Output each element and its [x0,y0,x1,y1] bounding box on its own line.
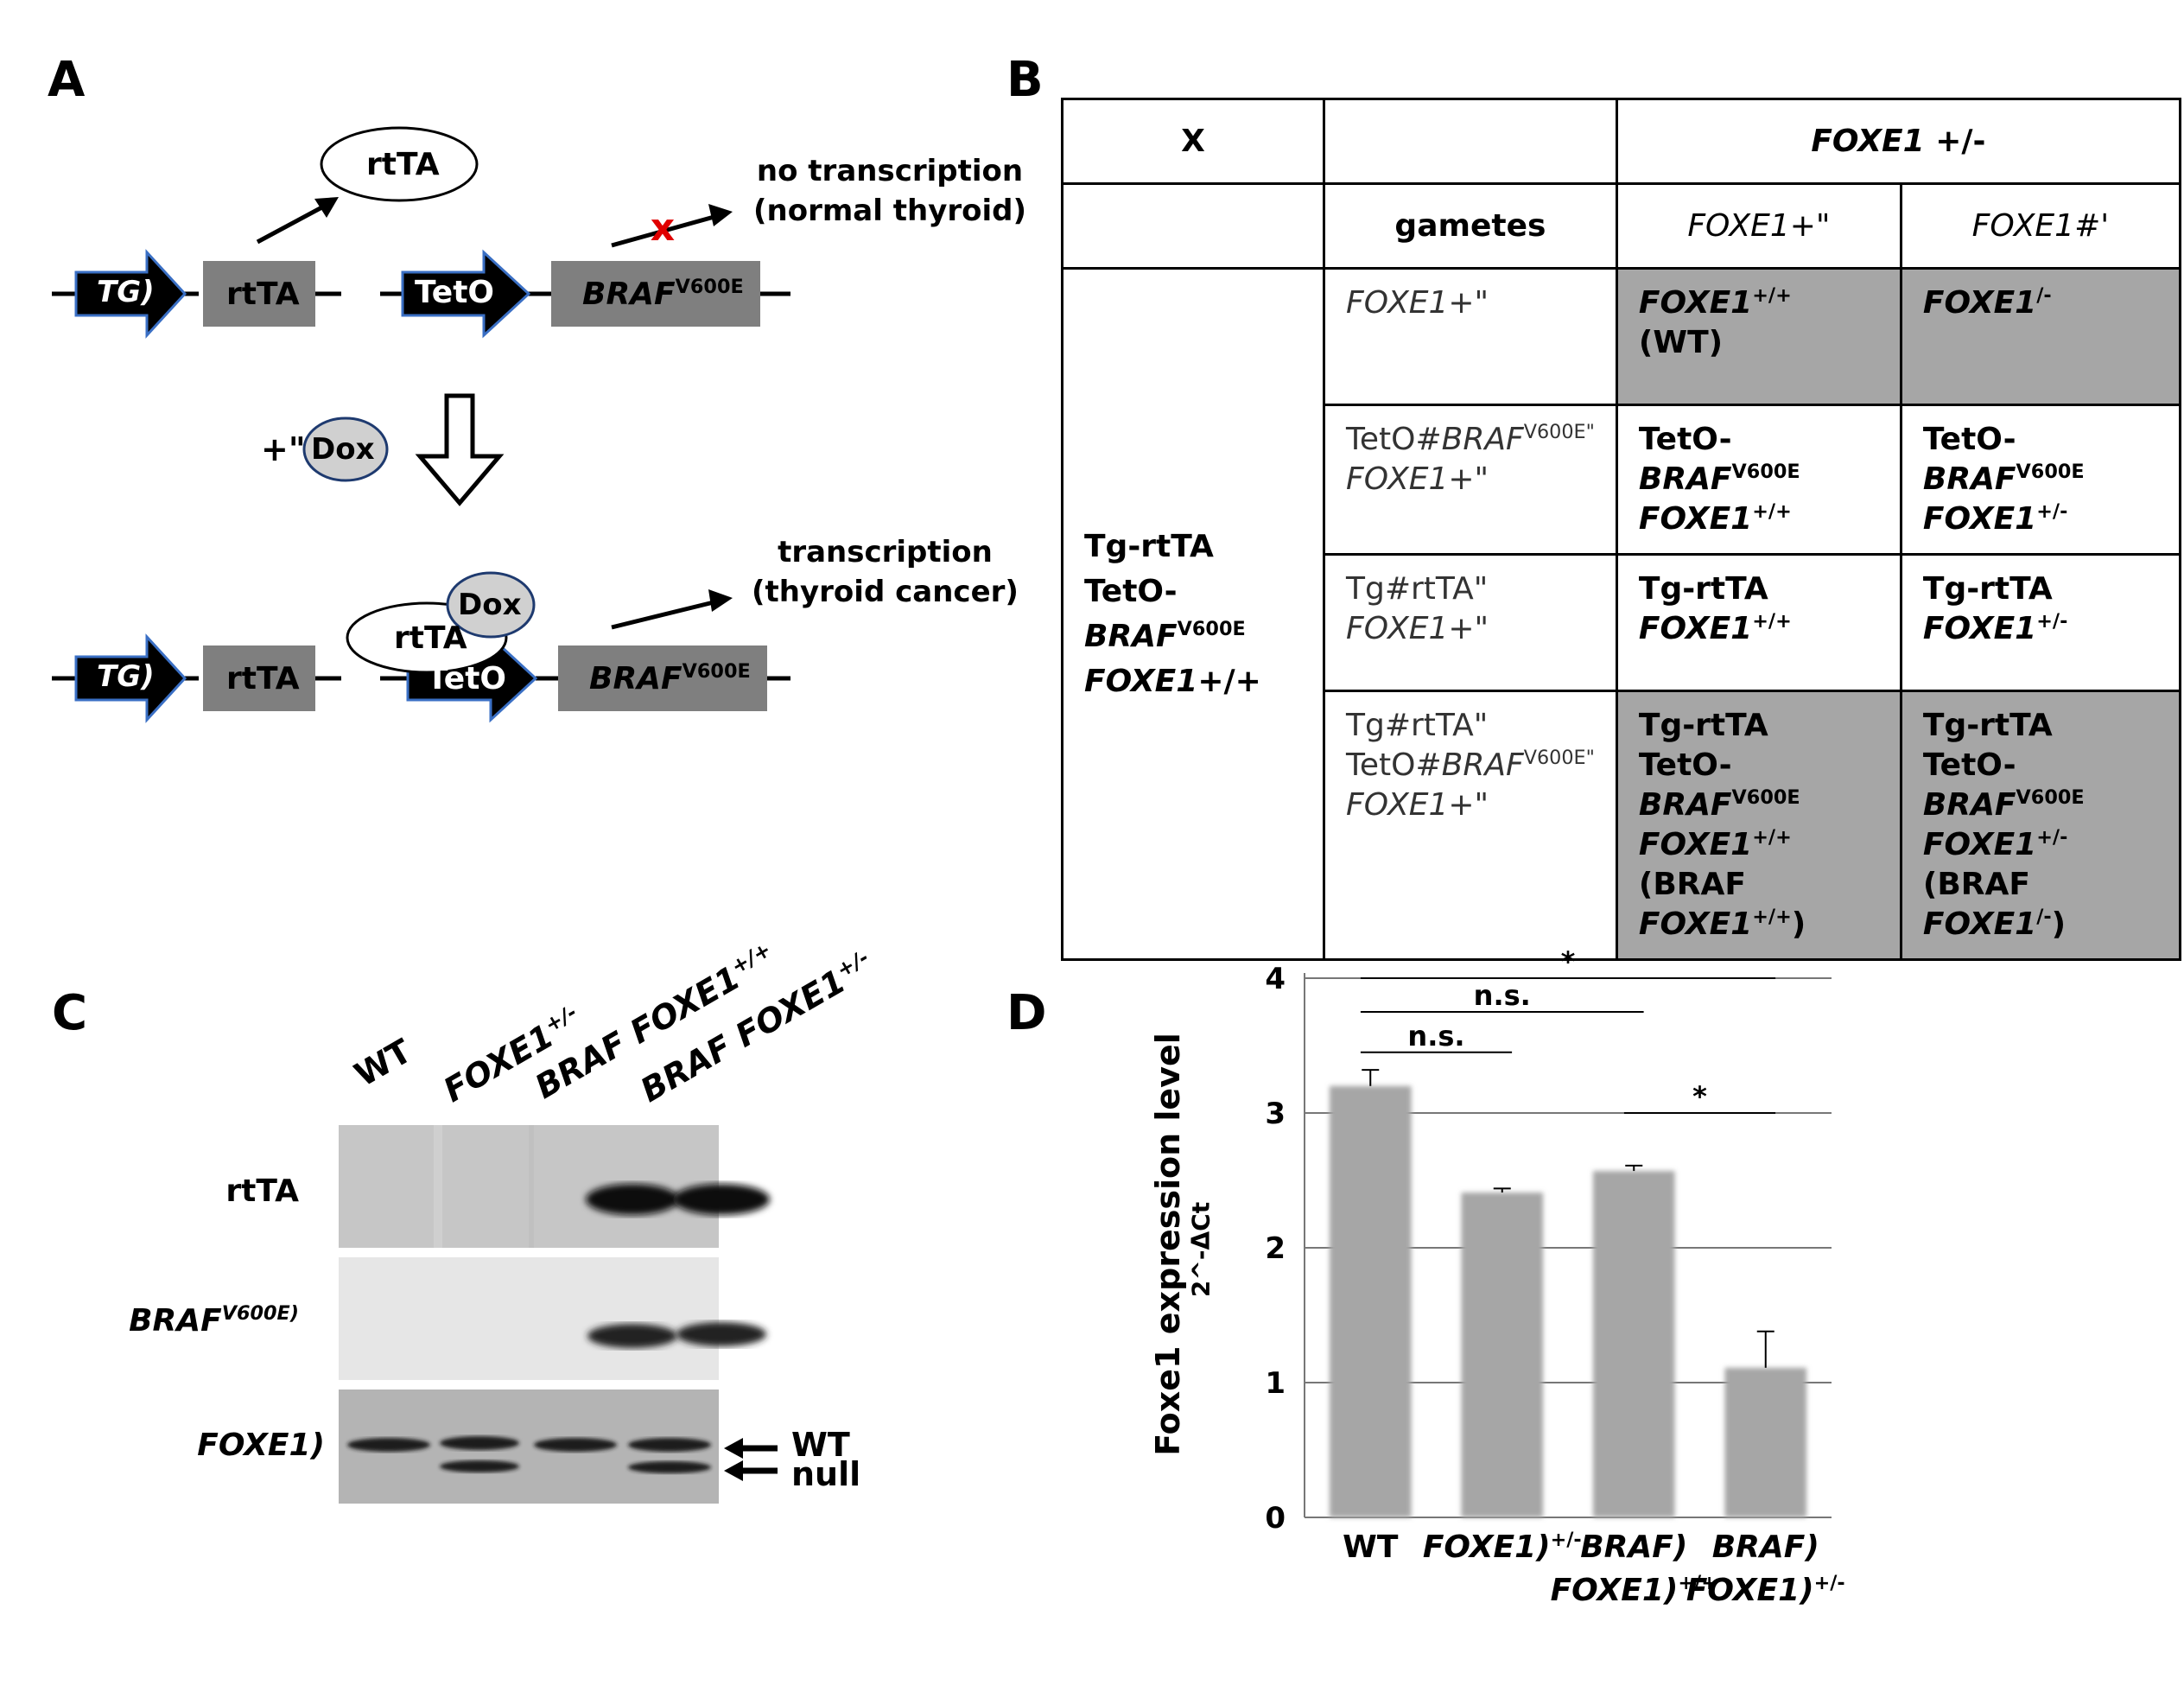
gamete-row-2: TetO#BRAFV600E" FOXE1+" [1323,404,1618,556]
gamete-row-1: FOXE1+" [1323,267,1618,406]
foxe1-parent-header: FOXE1 +/- [1615,98,2181,185]
panel-b-label: B [1006,52,1044,108]
x-category-label: WT [1343,1529,1399,1565]
rtta-protein-bubble [320,126,479,202]
significance-label: n.s. [1407,1020,1464,1053]
transcription-label: transcription(thyroid cancer) [752,535,1019,609]
rtta-gene-box-2 [203,645,315,711]
significance-label: n.s. [1474,979,1531,1012]
panel-a-diagram: x [52,126,790,723]
cell-r3c1: Tg-rtTA FOXE1+/+ [1615,553,1902,692]
gel-row-foxe1-label: FOXE1) [197,1428,325,1463]
parent-genotype-cell: Tg-rtTA TetO- BRAFV600E FOXE1+/+ [1061,267,1325,961]
braf-gene-box-2 [558,645,767,711]
empty-cell [1061,182,1325,270]
braf-gene-box [551,261,760,327]
wt-band-label: WT [791,1426,850,1464]
plus-label: +" [261,430,306,468]
x-category-label: BRAF)FOXE1)+/+ [1550,1529,1717,1608]
gametes-header: gametes [1323,182,1618,270]
tg-label: TG) [97,275,155,309]
rtta-box-label-2: rtTA [226,661,300,696]
tg-promoter-arrow [74,249,187,339]
braf-box-label-2: BRAFV600E [589,660,751,696]
y-tick-label: 2 [1265,1231,1286,1266]
punnett-table: X FOXE1 +/- gametes FOXE1+" FOXE1#' Tg-r… [1061,98,2181,961]
cell-r4c2: Tg-rtTA TetO-BRAFV600E FOXE1+/- (BRAF FO… [1899,690,2181,961]
dox-label: Dox [311,432,375,467]
rtta-bound-label: rtTA [394,620,467,656]
x-category-label: BRAF)FOXE1)+/- [1686,1529,1845,1608]
braf-box-label: BRAFV600E [582,276,744,312]
bar [1461,1192,1544,1517]
cell-r1c2: FOXE1/- [1899,267,2181,406]
tg-promoter-arrow-2 [74,633,187,723]
hollow-down-arrow [415,393,505,506]
gel-braf [339,1257,766,1380]
teto-promoter-arrow [401,249,531,339]
lane-label-wt: WT [348,1031,418,1094]
gel-row-rtta-label: rtTA [225,1173,299,1209]
y-tick-label: 4 [1265,962,1286,996]
cell-r4c1: Tg-rtTA TetO-BRAFV600E FOXE1+/+ (BRAF FO… [1615,690,1902,961]
y-tick-label: 1 [1265,1366,1286,1401]
cell-r1c1: FOXE1+/+ (WT) [1615,267,1902,406]
gel-row-braf-label: BRAFV600E) [129,1302,299,1339]
teto-label: TetO [415,275,495,310]
gamete-row-3: Tg#rtTA" FOXE1+" [1323,553,1618,692]
y-tick-label: 0 [1265,1501,1286,1536]
dox-oval-2 [446,571,536,639]
rtta-gene-box [203,261,315,327]
null-band-arrow [724,1460,778,1481]
bar [1592,1171,1675,1517]
rtta-box-label: rtTA [226,277,300,312]
y-tick-label: 3 [1265,1097,1286,1131]
bar [1724,1367,1807,1517]
significance-label: * [1561,945,1576,978]
cell-r3c2: Tg-rtTA FOXE1+/- [1899,553,2181,692]
significance-label: * [1692,1080,1707,1113]
expression-bar-chart: * n.s. n.s. * 0 1 2 3 4 [1265,945,1832,1536]
gamete-col-2: FOXE1#' [1899,182,2181,270]
gel-foxe1 [339,1390,719,1504]
tg-label-2: TG) [97,659,155,694]
gamete-col-1: FOXE1+" [1615,182,1902,270]
gel-rtta [339,1125,770,1248]
panel-d-label: D [1006,985,1047,1041]
cell-r2c1: TetO-BRAFV600E FOXE1+/+ [1615,404,1902,556]
y-axis-label: Foxe1 expression level [1149,1033,1187,1456]
rtta-bubble-label: rtTA [366,147,440,182]
x-category-label: FOXE1)+/- [1422,1529,1582,1565]
empty-header-cell [1323,98,1618,185]
block-x-mark: x [651,206,675,250]
gamete-row-4: Tg#rtTA" TetO#BRAFV600E" FOXE1+" [1323,690,1618,961]
panel-c-label: C [52,985,88,1041]
no-transcription-label: no transcription(normal thyroid) [753,154,1027,228]
dox-oval-1 [302,417,389,482]
corner-cell: X [1061,98,1325,185]
cell-r2c2: TetO-BRAFV600E FOXE1+/- [1899,404,2181,556]
bar [1329,1085,1412,1517]
null-band-label: null [791,1455,861,1493]
wt-band-arrow [724,1438,778,1459]
gel-image [339,1125,778,1504]
teto-label-2: TetO [427,661,507,696]
panel-a-label: A [48,52,86,108]
dox-label-2: Dox [458,588,522,622]
